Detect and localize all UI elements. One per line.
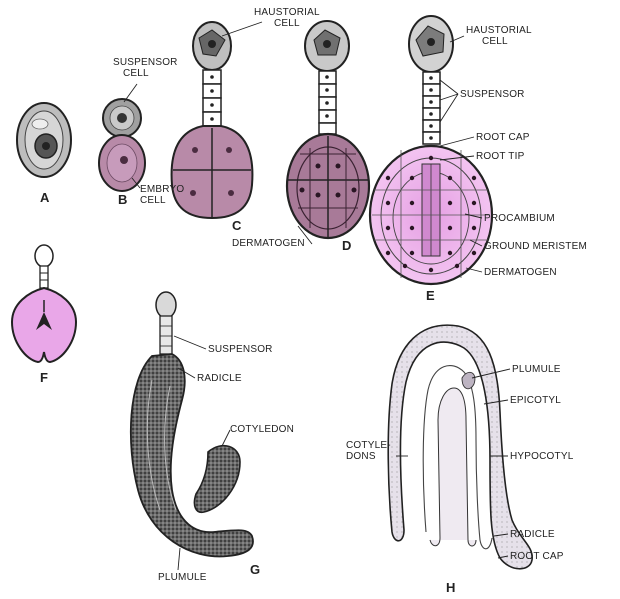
label-embryo-cell-line2: CELL [140,195,184,206]
panel-letter-e: E [426,288,435,303]
label-dermatogen-e: DERMATOGEN [484,267,557,278]
panel-letter-a: A [40,190,49,205]
label-suspensor-cell-line1: SUSPENSOR [113,57,178,68]
label-haustorial-cell-c-line1: HAUSTORIAL [254,7,320,18]
label-dermatogen-d: DERMATOGEN [232,238,305,249]
label-epicotyl-h: EPICOTYL [510,395,561,406]
label-cotyledons-h-line1: COTYLE- [346,440,391,451]
label-plumule-h: PLUMULE [512,364,561,375]
label-haustorial-cell-e-line1: HAUSTORIAL [466,25,532,36]
label-embryo-cell-line1: EMBRYO [140,184,184,195]
stage-a-zygote [17,103,71,177]
label-suspensor-cell-line2: CELL [113,68,178,79]
panel-letter-c: C [232,218,241,233]
label-cotyledons-h: COTYLE- DONS [346,440,391,462]
label-suspensor-cell: SUSPENSOR CELL [113,57,178,79]
panel-letter-g: G [250,562,260,577]
stage-b-two-celled [99,99,145,191]
label-root-cap-e: ROOT CAP [476,132,530,143]
label-plumule-g: PLUMULE [158,572,207,583]
label-cotyledons-h-line2: DONS [346,451,391,462]
label-embryo-cell: EMBRYO CELL [140,184,184,206]
label-ground-meristem: GROUND MERISTEM [484,241,587,252]
stage-d-globular [287,21,369,238]
label-suspensor-g: SUSPENSOR [208,344,273,355]
label-radicle-h: RADICLE [510,529,555,540]
label-haustorial-cell-e: HAUSTORIAL CELL [466,25,532,47]
panel-letter-b: B [118,192,127,207]
label-root-cap-h: ROOT CAP [510,551,564,562]
label-hypocotyl-h: HYPOCOTYL [510,451,573,462]
label-haustorial-cell-c: HAUSTORIAL CELL [254,7,320,29]
label-procambium: PROCAMBIUM [484,213,555,224]
panel-letter-d: D [342,238,351,253]
panel-letter-f: F [40,370,48,385]
label-haustorial-cell-c-line2: CELL [254,18,320,29]
panel-letter-h: H [446,580,455,595]
label-cotyledon-g: COTYLEDON [230,424,294,435]
label-suspensor-e: SUSPENSOR [460,89,525,100]
stage-f-heart-shaped [12,245,76,362]
label-haustorial-cell-e-line2: CELL [466,36,532,47]
stage-e-mature-globular [370,16,492,284]
label-root-tip-e: ROOT TIP [476,151,524,162]
label-radicle-g: RADICLE [197,373,242,384]
